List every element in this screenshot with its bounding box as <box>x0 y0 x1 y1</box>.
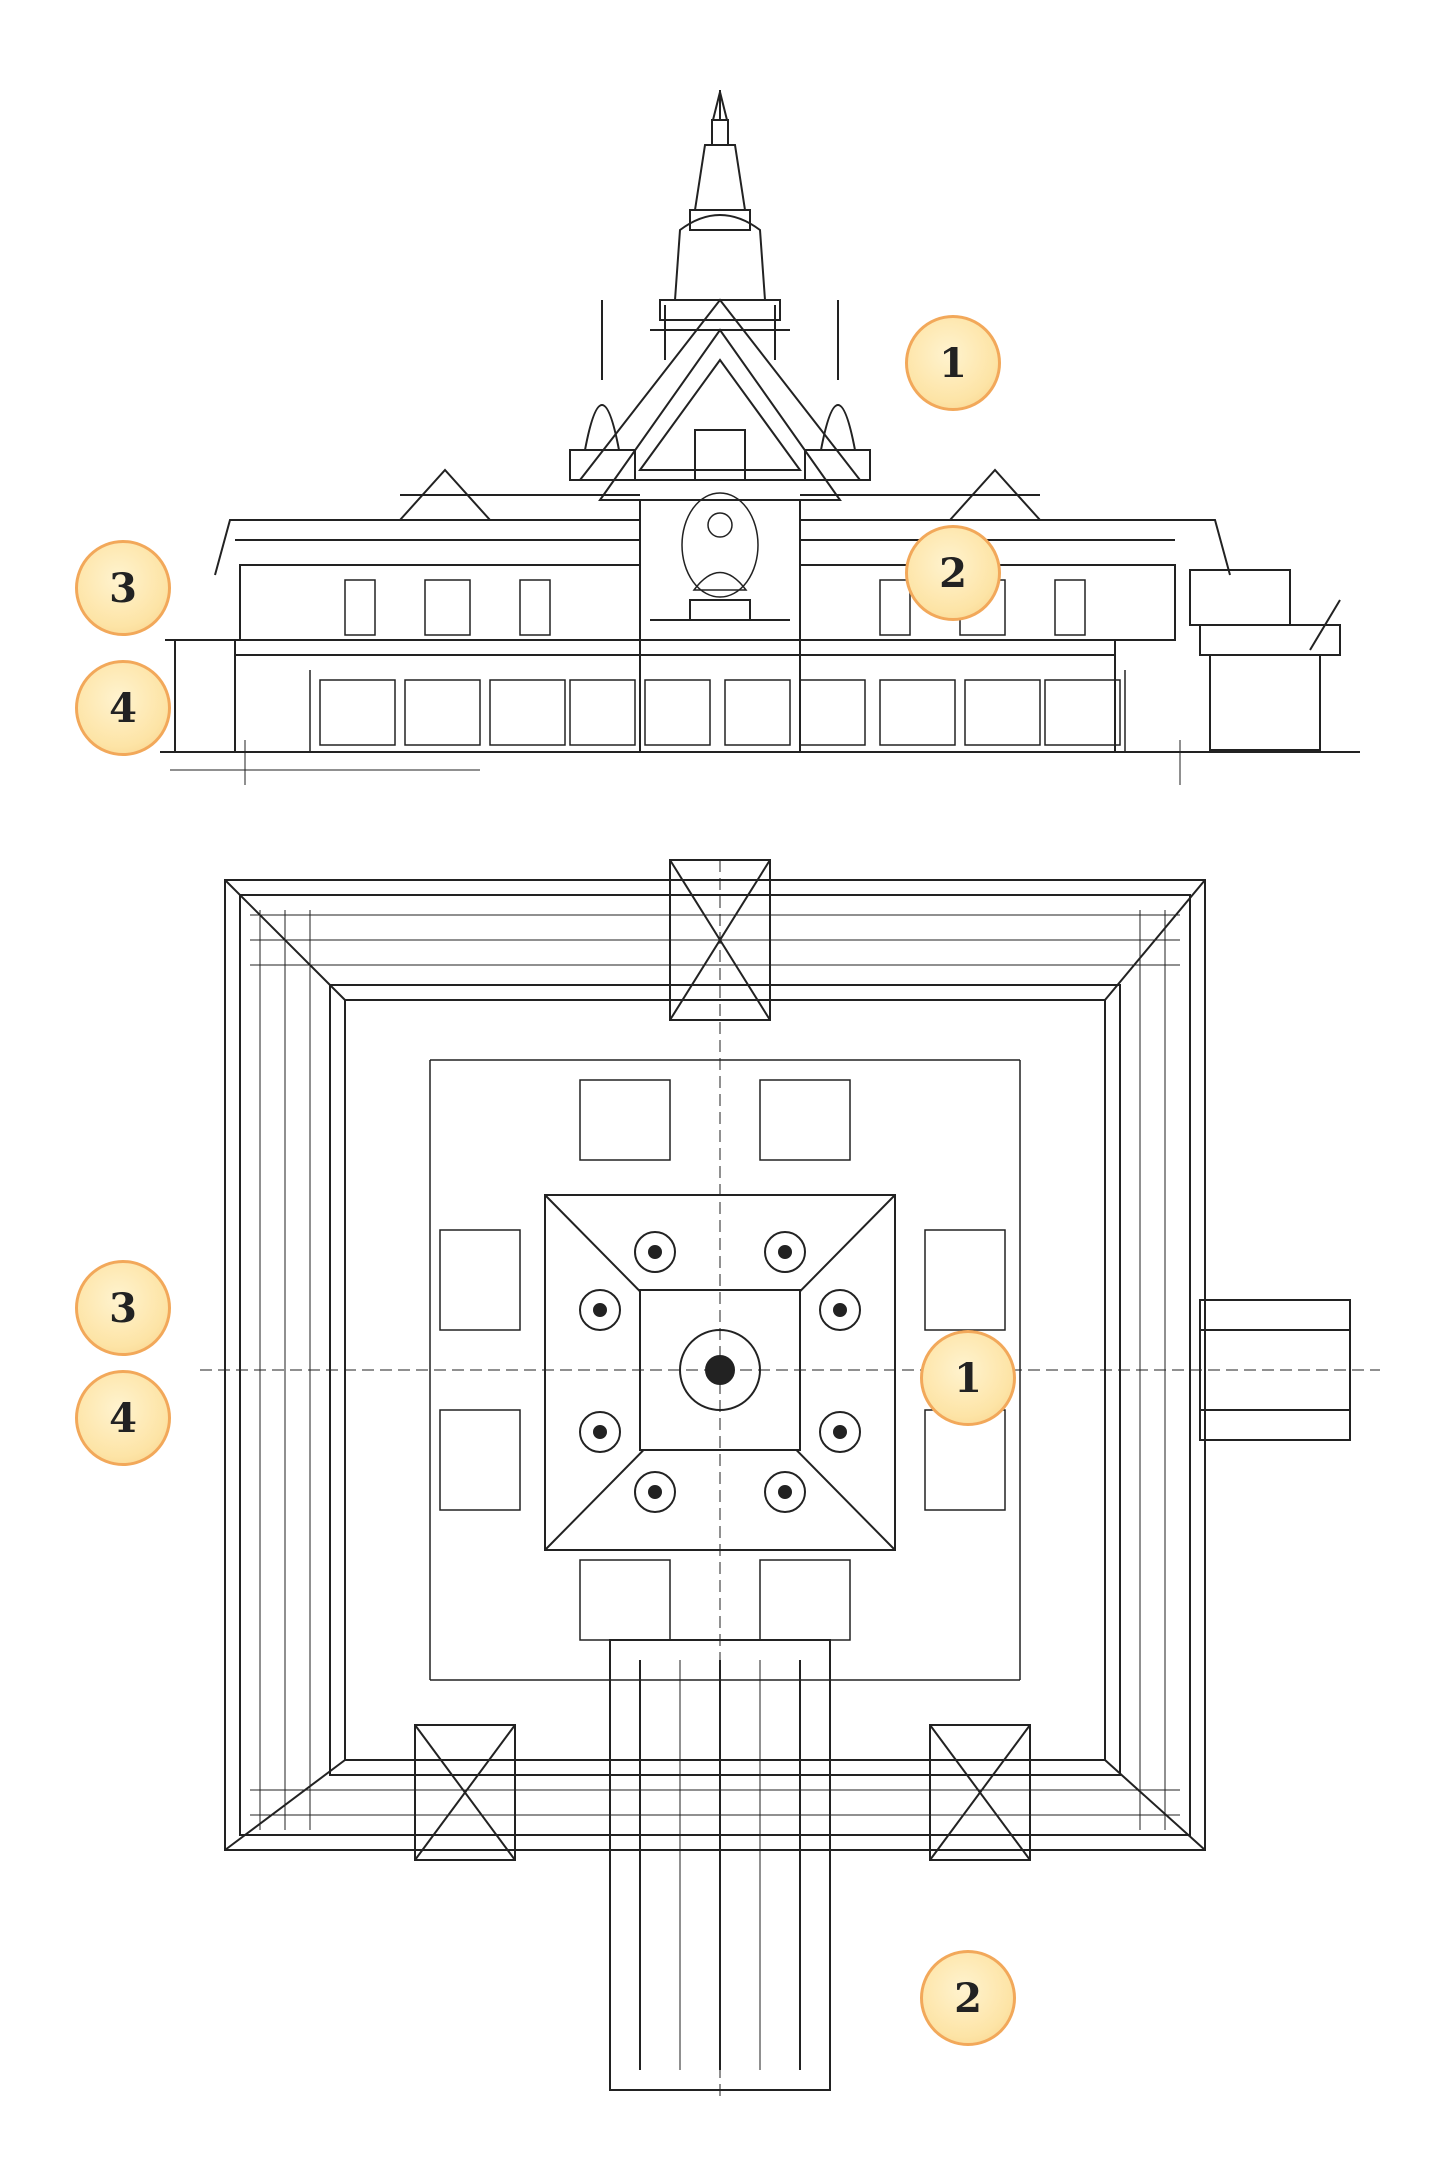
marker-label: 3 <box>109 564 137 612</box>
elevation-marker-1: 1 <box>905 315 1001 411</box>
marker-label: 3 <box>109 1284 137 1332</box>
marker-label: 4 <box>109 1394 137 1442</box>
ground-floor-windows <box>309 670 1126 752</box>
elevation-drawing <box>160 90 1360 785</box>
plan-marker-4: 4 <box>75 1370 171 1466</box>
plan-marker-3: 3 <box>75 1260 171 1356</box>
bottom-right-gate-pavilion <box>929 1724 1031 1861</box>
left-annex <box>165 639 236 753</box>
plan-marker-2: 2 <box>920 1950 1016 2046</box>
main-hall-body <box>234 539 1176 753</box>
buddha-figure <box>681 492 759 598</box>
side-spires <box>569 300 871 481</box>
marker-label: 1 <box>939 339 967 387</box>
marker-label: 2 <box>954 1974 982 2022</box>
bottom-left-gate-pavilion <box>414 1724 516 1861</box>
marker-label: 2 <box>939 549 967 597</box>
plan-drawing <box>200 859 1380 2100</box>
right-annex <box>1189 569 1341 751</box>
elevation-marker-3: 3 <box>75 540 171 636</box>
courtyard-grid <box>429 1059 1021 1681</box>
axis-lines <box>200 860 1380 2100</box>
plan-marker-1: 1 <box>920 1330 1016 1426</box>
central-spire <box>650 90 790 331</box>
central-pavilion <box>577 298 863 753</box>
elevation-marker-4: 4 <box>75 660 171 756</box>
small-spire-circles <box>579 1231 861 1513</box>
marker-label: 4 <box>109 684 137 732</box>
elevation-marker-2: 2 <box>905 525 1001 621</box>
wing-roofs <box>214 468 1231 576</box>
marker-label: 1 <box>954 1354 982 1402</box>
inner-courtyard-edge <box>344 999 1106 1761</box>
outer-roof-perimeter <box>224 879 1206 1851</box>
